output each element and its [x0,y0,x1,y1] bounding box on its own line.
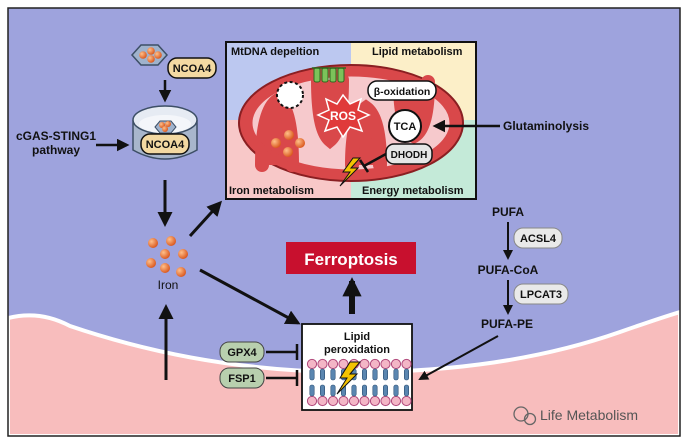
ncoa4-cup-badge [140,133,190,155]
label-acsl4: ACSL4 [520,233,557,245]
lightning-icon [336,361,362,395]
label-peroxidation: peroxidation [324,344,390,356]
label-fsp1: FSP1 [228,373,256,385]
label-energy-metabolism: Energy metabolism [362,185,464,197]
label-pufa: PUFA [492,205,524,219]
label-mtdna: MtDNA depeltion [231,46,319,58]
label-ncoa4-cup: NCOA4 [146,139,185,151]
ncoa4-top-badge [167,57,217,79]
iron-particles-icon [146,236,188,277]
ros-burst-icon [316,93,371,139]
label-iron-metabolism: Iron metabolism [229,185,314,197]
label-ncoa4-top: NCOA4 [173,63,212,75]
fsp1-badge [219,367,265,389]
label-iron: Iron [158,278,179,292]
mtdna-circle [276,81,304,109]
label-lpcat3: LPCAT3 [520,289,562,301]
frame-border [7,7,681,437]
label-ferroptosis: Ferroptosis [304,250,398,269]
lipid-droplet-icon [312,67,346,83]
label-glutaminolysis: Glutaminolysis [503,119,589,133]
label-pufa-pe: PUFA-PE [481,317,533,331]
label-lipid-metabolism: Lipid metabolism [372,46,463,58]
label-tca: TCA [394,121,417,133]
label-lipid: Lipid [344,331,370,343]
lightning-icon [339,157,362,187]
label-gpx4: GPX4 [227,347,257,359]
mitochondria-panel [225,41,477,200]
label-beta-oxidation: β-oxidation [374,86,431,98]
tca-cycle-icon [388,109,422,143]
ferroptosis-box [286,242,416,274]
label-pufa-coa: PUFA-CoA [478,263,539,277]
ferritin-hexagon-icon [130,44,169,66]
label-dhodh: DHODH [391,150,428,161]
lpcat3-badge [513,283,569,305]
label-ros: ROS [330,109,356,123]
label-cgas-sting1: cGAS-STING1 [16,129,96,143]
watermark: Life Metabolism [513,406,638,426]
label-pathway: pathway [32,143,80,157]
gpx4-badge [219,341,265,363]
acsl4-badge [513,227,563,249]
label-watermark: Life Metabolism [540,407,638,423]
